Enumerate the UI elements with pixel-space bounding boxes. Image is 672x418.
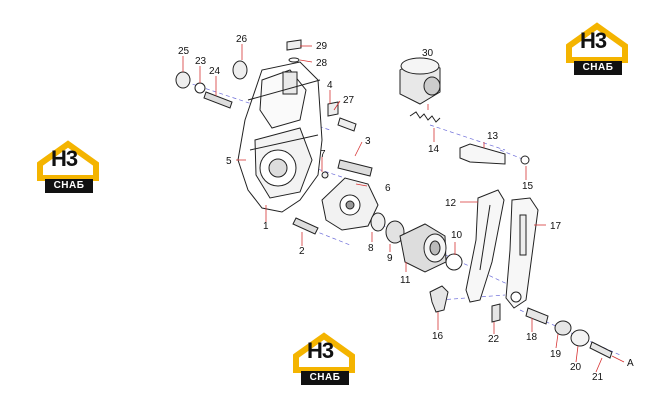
callout-6: 6 xyxy=(385,183,391,194)
pump-housing xyxy=(237,61,323,213)
logo-monogram: H3 xyxy=(580,28,607,53)
callout-14: 14 xyxy=(428,144,440,155)
callout-16: 16 xyxy=(432,331,444,342)
brand-logo-bottom: H3 СНАБ xyxy=(292,332,356,392)
callout-18: 18 xyxy=(526,332,538,343)
lever-assembly xyxy=(459,143,539,309)
callout-27: 27 xyxy=(343,95,355,106)
logo-monogram: H3 xyxy=(51,146,78,171)
callout-28: 28 xyxy=(316,58,328,69)
callout-17: 17 xyxy=(550,221,562,232)
callout-23: 23 xyxy=(195,56,207,67)
callout-8: 8 xyxy=(368,243,374,254)
logo-wordmark: СНАБ xyxy=(301,371,349,385)
logo-wordmark: СНАБ xyxy=(574,61,622,75)
callout-26: 26 xyxy=(236,34,248,45)
callout-25: 25 xyxy=(178,46,190,57)
brand-logo-top-right: H3 СНАБ xyxy=(565,22,629,82)
house-icon xyxy=(37,140,99,181)
callout-10: 10 xyxy=(451,230,463,241)
drive-parts xyxy=(370,212,463,273)
callout-20: 20 xyxy=(570,362,582,373)
callout-7: 7 xyxy=(320,149,326,160)
callout-labels: 1 2 3 4 5 6 7 8 9 10 11 12 13 14 15 16 1… xyxy=(178,34,634,383)
callout-9: 9 xyxy=(387,253,393,264)
callout-29: 29 xyxy=(316,41,328,52)
callout-1: 1 xyxy=(263,221,269,232)
callout-2: 2 xyxy=(299,246,305,257)
callout-leaders xyxy=(182,44,625,373)
callout-30: 30 xyxy=(422,48,434,59)
callout-19: 19 xyxy=(550,349,562,360)
callout-13: 13 xyxy=(487,131,499,142)
house-icon xyxy=(566,22,628,63)
callout-15: 15 xyxy=(522,181,534,192)
callout-11: 11 xyxy=(400,275,411,286)
sleeve-and-spring xyxy=(399,57,441,123)
left-fittings xyxy=(175,39,373,235)
callout-a: A xyxy=(627,358,634,369)
lower-parts xyxy=(429,285,613,359)
callout-3: 3 xyxy=(365,136,371,147)
logo-wordmark: СНАБ xyxy=(45,179,93,193)
callout-24: 24 xyxy=(209,66,221,77)
callout-12: 12 xyxy=(445,198,457,209)
brand-logo-left: H3 СНАБ xyxy=(36,140,100,200)
rotor-assembly xyxy=(321,177,379,231)
callout-5: 5 xyxy=(226,156,232,167)
house-icon xyxy=(293,332,355,373)
callout-21: 21 xyxy=(592,372,604,383)
logo-monogram: H3 xyxy=(307,338,334,363)
callout-22: 22 xyxy=(488,334,500,345)
callout-4: 4 xyxy=(327,80,333,91)
